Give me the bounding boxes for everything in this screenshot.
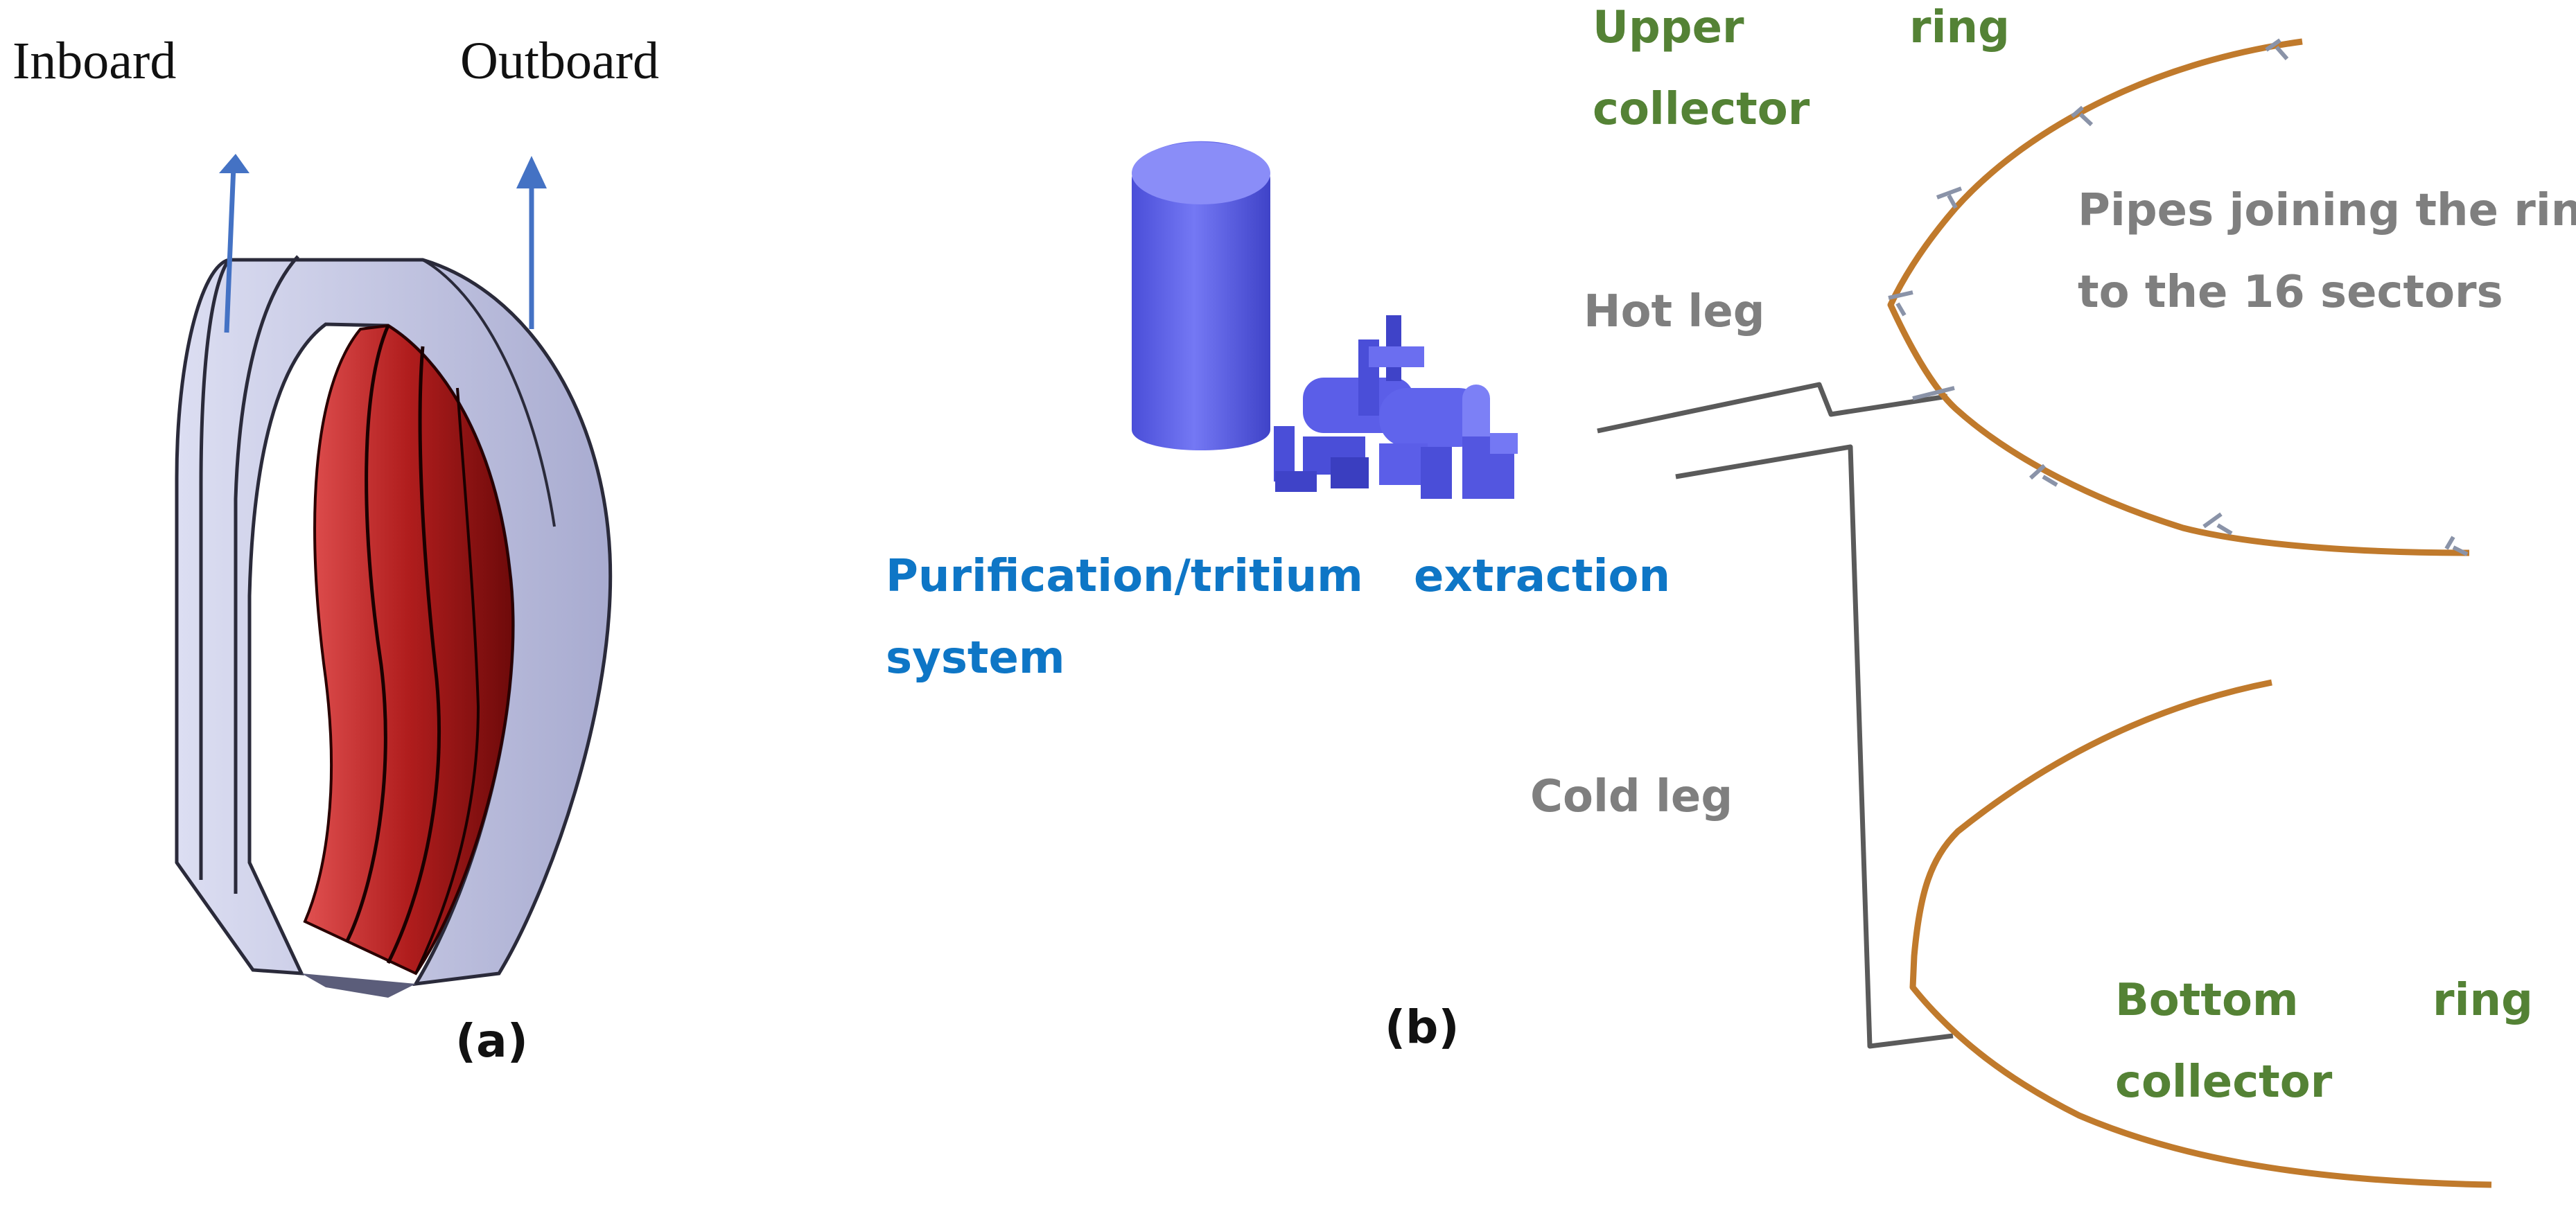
hot-leg-pipe — [1597, 382, 1948, 434]
pipes-label-line2: to the 16 sectors — [2078, 267, 2503, 318]
cold-leg-label: Cold leg — [1530, 771, 1733, 822]
bottom-ring-collector — [1909, 679, 2492, 1188]
purification-label-word2: extraction — [1414, 551, 1671, 602]
bottom-ring-label-word-ring: ring — [2433, 975, 2533, 1026]
upper-ring-label-word-collector: collector — [1593, 84, 1810, 135]
inboard-label: Inboard — [12, 32, 177, 90]
upper-ring-label-word-upper: Upper — [1593, 2, 1744, 53]
upper-ring-label-word-ring: ring — [1909, 2, 2010, 53]
pipes-label-line1: Pipes joining the ring — [2078, 185, 2576, 236]
bottom-ring-label-word-collector: collector — [2115, 1057, 2333, 1108]
panel-a-caption: (a) — [455, 1014, 528, 1068]
piping-network — [1597, 38, 2492, 1188]
storage-tank — [1132, 141, 1270, 450]
cold-leg-pipe — [1675, 444, 1954, 1049]
purification-plant-illustration — [1132, 141, 1518, 499]
sector-pipe-stubs — [1888, 38, 2469, 556]
purification-label-word1: Purification/tritium — [886, 551, 1363, 602]
hot-leg-label: Hot leg — [1584, 286, 1765, 337]
bottom-ring-label-word-bottom: Bottom — [2115, 975, 2299, 1026]
outboard-arrow-icon — [516, 156, 547, 329]
coil-casing — [175, 258, 613, 987]
coil-illustration — [175, 255, 613, 998]
outboard-label: Outboard — [460, 32, 660, 90]
upper-ring-collector — [1887, 38, 2470, 556]
inboard-arrow-icon — [219, 154, 249, 333]
purification-label-word3: system — [886, 633, 1065, 684]
panel-b-caption: (b) — [1385, 1000, 1460, 1054]
